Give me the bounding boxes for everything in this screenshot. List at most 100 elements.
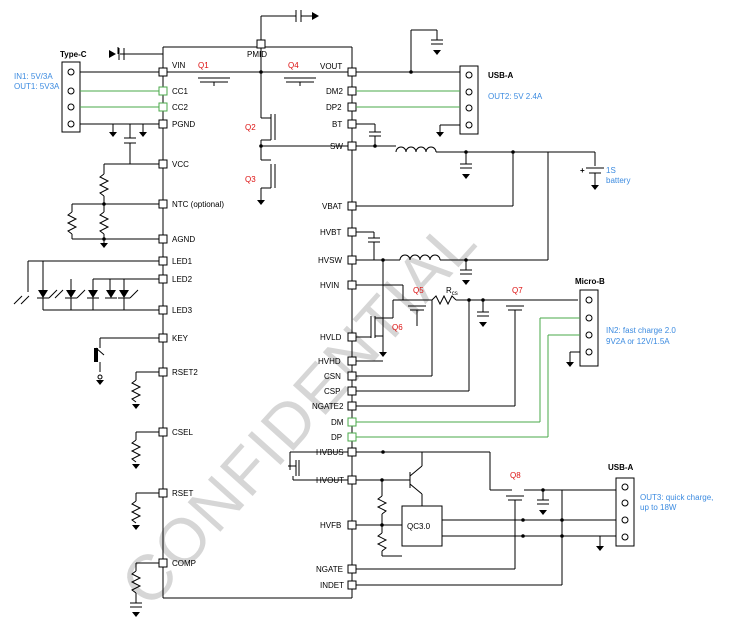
hvld-pin-label: HVLD	[320, 333, 342, 342]
hvbt-pin-label: HVBT	[320, 228, 341, 237]
q5-label: Q5	[413, 286, 424, 295]
vin-pin-label: VIN	[172, 61, 186, 70]
typec-note-in: IN1: 5V/3A	[14, 72, 53, 81]
hvin-pin-box	[347, 280, 357, 290]
led2-pin-label: LED2	[172, 275, 193, 284]
hvbus-pin-box	[347, 447, 357, 457]
dp-pin-label: DP	[331, 433, 342, 442]
typec-pin4	[67, 120, 75, 128]
ngate2-pin-box	[347, 401, 357, 411]
usba2-note1: OUT3: quick charge,	[640, 493, 713, 502]
vout-pin-box	[347, 67, 357, 77]
led1-pin-label: LED1	[172, 257, 193, 266]
bt-pin-box	[347, 119, 357, 129]
vbat-pin-label: VBAT	[322, 202, 342, 211]
led-diodes	[13, 279, 139, 310]
typec-pin2	[67, 87, 75, 95]
led1-pin-box	[158, 256, 168, 266]
csp-pin-box	[347, 386, 357, 396]
hvout-pin-box	[347, 475, 357, 485]
vout-pin-label: VOUT	[320, 62, 342, 71]
hvsw-pin-box	[347, 255, 357, 265]
usba2-note2: up to 18W	[640, 503, 677, 512]
microb-connector	[579, 289, 599, 367]
led3-pin-box	[158, 305, 168, 315]
microb-note2: 9V2A or 12V/1.5A	[606, 337, 670, 346]
vcc-pin-box	[158, 159, 168, 169]
key-pin-label: KEY	[172, 334, 189, 343]
csel-pin-box	[158, 427, 168, 437]
rset-pin-label: RSET	[172, 489, 193, 498]
pmid-pin-box	[256, 39, 266, 49]
ntc-pin-box	[158, 199, 168, 209]
typec-connector	[61, 61, 81, 133]
indet-pin-label: INDET	[320, 581, 344, 590]
rset2-pin-label: RSET2	[172, 368, 198, 377]
hvsw-inductor	[399, 254, 441, 261]
sw-inductor	[395, 146, 437, 153]
q3-label: Q3	[245, 175, 256, 184]
hvfb-pin-label: HVFB	[320, 521, 341, 530]
sw-pin-box	[347, 141, 357, 151]
qc30-label: QC3.0	[407, 522, 431, 531]
usba2-connector	[615, 477, 635, 547]
vin-pin-box	[158, 67, 168, 77]
hvsw-pin-label: HVSW	[318, 256, 342, 265]
battery-note-label: battery	[606, 176, 630, 185]
ngate-pin-label: NGATE	[316, 565, 343, 574]
q6-label: Q6	[392, 323, 403, 332]
typec-title: Type-C	[60, 50, 87, 59]
usba1-title: USB-A	[488, 71, 514, 80]
key-pin-box	[158, 333, 168, 343]
agnd-pin-box	[158, 234, 168, 244]
q1-label: Q1	[198, 61, 209, 70]
csn-pin-label: CSN	[324, 372, 341, 381]
dp-pin-box	[347, 432, 357, 442]
dm2-pin-box	[347, 86, 357, 96]
usba1-connector	[459, 65, 479, 135]
comp-pin-label: COMP	[172, 559, 196, 568]
indet-pin-box	[347, 580, 357, 590]
hvfb-pin-box	[347, 520, 357, 530]
dm-pin-label: DM	[331, 418, 344, 427]
hvhd-pin-label: HVHD	[318, 357, 341, 366]
cc1-pin-box	[158, 86, 168, 96]
hvin-pin-label: HVIN	[320, 281, 339, 290]
hvhd-pin-box	[347, 356, 357, 366]
ntc-pin-label: NTC (optional)	[172, 200, 224, 209]
cc1-pin-label: CC1	[172, 87, 189, 96]
pgnd-pin-box	[158, 119, 168, 129]
typec-pin1	[67, 68, 75, 76]
usba1-note: OUT2: 5V 2.4A	[488, 92, 543, 101]
dm-pin-box	[347, 417, 357, 427]
battery-plus: +	[580, 166, 585, 175]
rcs-label: Rcs	[446, 286, 458, 297]
cc2-pin-box	[158, 102, 168, 112]
led3-pin-label: LED3	[172, 306, 193, 315]
agnd-pin-label: AGND	[172, 235, 195, 244]
qc30-controller	[401, 505, 443, 547]
microb-title: Micro-B	[575, 277, 605, 286]
comp-pin-box	[158, 558, 168, 568]
vbat-pin-box	[347, 201, 357, 211]
hvld-pin-box	[347, 332, 357, 342]
rset2-pin-box	[158, 367, 168, 377]
usba2-title: USB-A	[608, 463, 634, 472]
rset-pin-box	[158, 488, 168, 498]
battery-note-cells: 1S	[606, 166, 616, 175]
csel-pin-label: CSEL	[172, 428, 193, 437]
pmid-pin-label: PMID	[247, 50, 267, 59]
microb-note1: IN2: fast charge 2.0	[606, 326, 676, 335]
ngate-pin-box	[347, 564, 357, 574]
q4-label: Q4	[288, 61, 299, 70]
csp-pin-label: CSP	[324, 387, 340, 396]
pgnd-pin-label: PGND	[172, 120, 195, 129]
cc2-pin-label: CC2	[172, 103, 189, 112]
led2-pin-box	[158, 274, 168, 284]
typec-note-out: OUT1: 5V3A	[14, 82, 60, 91]
dp2-pin-label: DP2	[326, 103, 342, 112]
ngate2-pin-label: NGATE2	[312, 402, 344, 411]
q8-label: Q8	[510, 471, 521, 480]
q2-label: Q2	[245, 123, 256, 132]
